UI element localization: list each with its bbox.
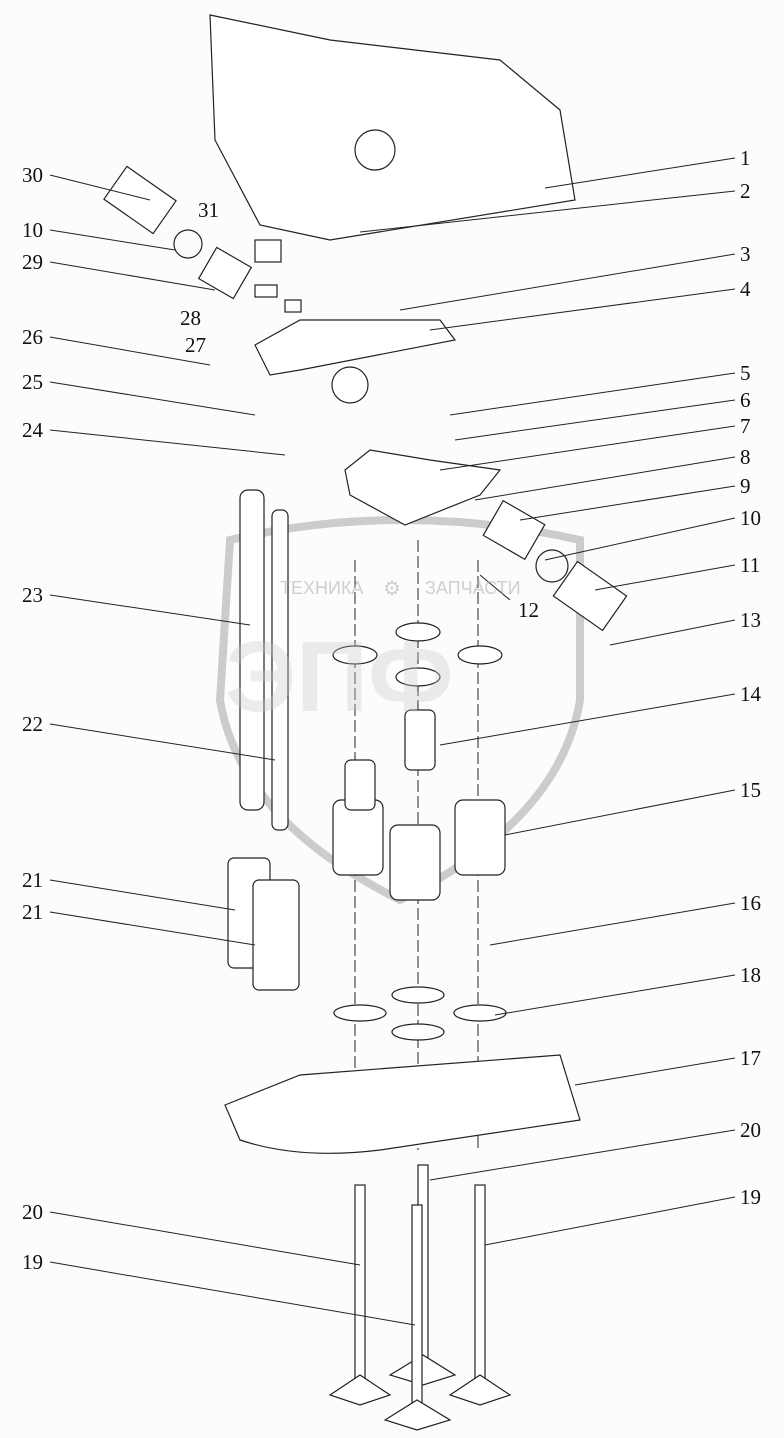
head-port [354, 129, 396, 171]
callout-10-right: 10 [740, 506, 761, 530]
pushrod-23 [239, 489, 265, 811]
callout-1: 1 [740, 146, 751, 170]
cylinder-head [209, 14, 576, 241]
callout-25: 25 [22, 370, 43, 394]
callout-24: 24 [22, 418, 43, 442]
callout-28: 28 [180, 306, 201, 330]
watermark-text-1: ТЕХНИКА [280, 578, 364, 598]
callout-11: 11 [740, 553, 761, 577]
callout-19-left: 19 [22, 1250, 43, 1274]
callout-9: 9 [740, 474, 751, 498]
callout-21b: 21 [22, 900, 43, 924]
shaft-30 [103, 165, 177, 235]
nut-27 [284, 299, 302, 313]
callout-18: 18 [740, 963, 761, 987]
callout-10-left: 10 [22, 218, 43, 242]
ring-10 [173, 229, 203, 259]
callout-27: 27 [185, 333, 206, 357]
bushing-9 [482, 499, 546, 561]
leader-lines [49, 157, 736, 1326]
ring-10b [535, 549, 569, 583]
gear-icon: ⚙ [383, 578, 401, 600]
callout-17: 17 [740, 1046, 761, 1070]
callout-14: 14 [740, 682, 761, 706]
pushrod-22 [271, 509, 289, 831]
callout-3: 3 [740, 242, 751, 266]
bushing-29 [197, 246, 253, 300]
callout-4: 4 [740, 277, 751, 301]
shaft-11 [552, 560, 628, 632]
callout-21a: 21 [22, 868, 43, 892]
valves [328, 1164, 512, 1431]
callout-23: 23 [22, 583, 43, 607]
callout-22: 22 [22, 712, 43, 736]
rocker-arm [254, 319, 457, 376]
springs [332, 622, 506, 901]
callout-13: 13 [740, 608, 761, 632]
tappet-21b [252, 879, 300, 991]
callout-31: 31 [198, 198, 219, 222]
callout-16: 16 [740, 891, 761, 915]
callout-2: 2 [740, 179, 751, 203]
callout-19-right: 19 [740, 1185, 761, 1209]
callout-6: 6 [740, 388, 751, 412]
watermark-logo: ЭПФ [225, 621, 454, 733]
callout-8: 8 [740, 445, 751, 469]
nut-28 [254, 284, 278, 298]
gasket-17 [224, 1054, 581, 1154]
washers [333, 986, 507, 1041]
rocker-bore [331, 366, 369, 404]
callout-20-right: 20 [740, 1118, 761, 1142]
callout-20-left: 20 [22, 1200, 43, 1224]
callout-26: 26 [22, 325, 43, 349]
callout-15: 15 [740, 778, 761, 802]
callout-12: 12 [518, 598, 539, 622]
callout-29: 29 [22, 250, 43, 274]
watermark-text-2: ЗАПЧАСТИ [425, 578, 521, 598]
callout-30: 30 [22, 163, 43, 187]
callout-7: 7 [740, 414, 751, 438]
bolt-31 [254, 239, 282, 263]
bridge-8 [344, 449, 502, 526]
callout-5: 5 [740, 361, 751, 385]
